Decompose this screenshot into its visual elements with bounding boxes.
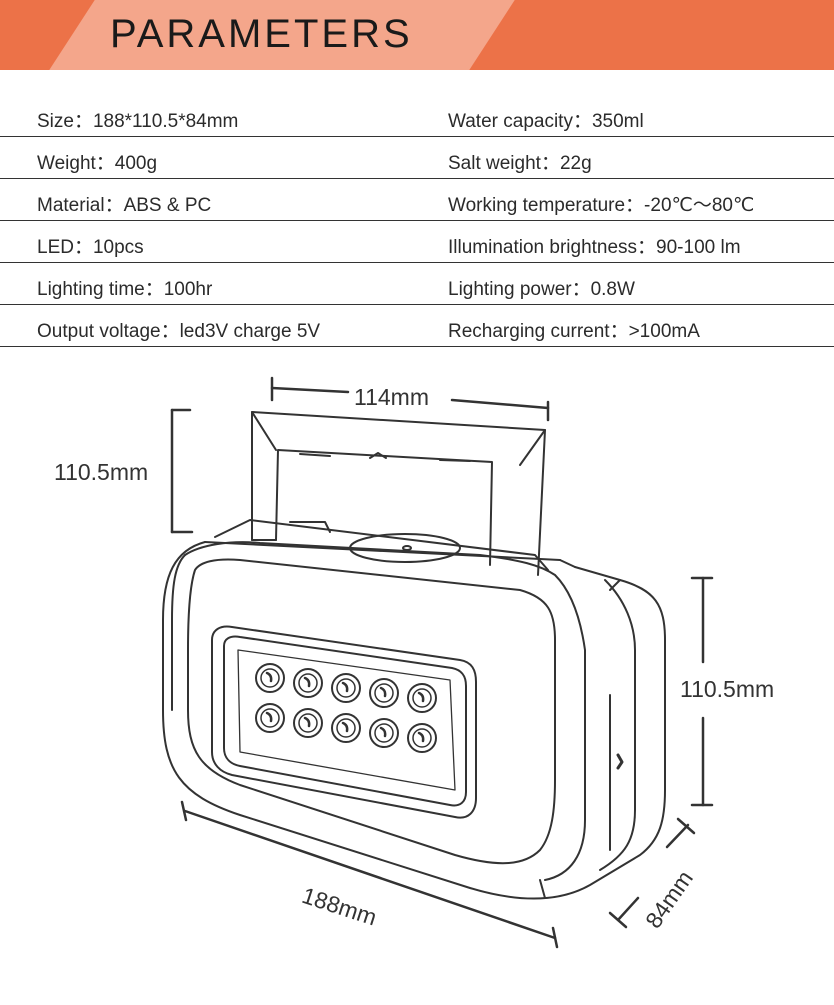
param-size: Size：188*110.5*84mm — [37, 111, 239, 132]
product-dimension-diagram: 114mm 110.5mm 110.5mm 188mm 84mm — [0, 350, 834, 1000]
param-material: Material：ABS & PC — [37, 195, 212, 216]
led — [369, 678, 399, 708]
param-row: LED：10pcs Illumination brightness：90-100… — [0, 222, 834, 263]
led — [293, 668, 323, 698]
dimension-body-height: 110.5mm — [680, 676, 775, 702]
lamp-line-drawing — [162, 376, 714, 949]
param-water-capacity: Water capacity：350ml — [448, 111, 644, 132]
led — [407, 683, 437, 713]
led — [293, 708, 323, 738]
param-row: Output voltage：led3V charge 5V Rechargin… — [0, 306, 834, 347]
param-row: Size：188*110.5*84mm Water capacity：350ml — [0, 96, 834, 137]
dimension-lines — [170, 376, 714, 949]
outer-shell — [162, 541, 666, 900]
led — [331, 673, 361, 703]
param-lighting-power: Lighting power：0.8W — [448, 279, 635, 300]
led — [407, 723, 437, 753]
param-output-voltage: Output voltage：led3V charge 5V — [37, 321, 321, 342]
led-array — [255, 663, 437, 753]
handle — [251, 411, 546, 576]
led — [331, 713, 361, 743]
parameters-table: Size：188*110.5*84mm Water capacity：350ml… — [0, 96, 834, 348]
param-row: Weight：400g Salt weight：22g — [0, 138, 834, 179]
front-face — [187, 558, 556, 865]
header-banner: PARAMETERS — [0, 0, 834, 70]
param-weight: Weight：400g — [37, 153, 158, 174]
led — [255, 663, 285, 693]
param-row: Lighting time：100hr Lighting power：0.8W — [0, 264, 834, 305]
param-row: Material：ABS & PC Working temperature：-2… — [0, 180, 834, 221]
led — [255, 703, 285, 733]
param-working-temperature: Working temperature：-20℃～80℃ — [448, 195, 755, 216]
page-title: PARAMETERS — [110, 12, 413, 56]
param-led: LED：10pcs — [37, 237, 144, 258]
led-window — [211, 625, 477, 819]
param-recharging-current: Recharging current：>100mA — [448, 321, 700, 342]
dimension-handle-height: 110.5mm — [54, 459, 149, 485]
param-illumination-brightness: Illumination brightness：90-100 lm — [448, 237, 741, 258]
param-salt-weight: Salt weight：22g — [448, 153, 592, 174]
param-lighting-time: Lighting time：100hr — [37, 279, 213, 300]
led — [369, 718, 399, 748]
dimension-handle-width: 114mm — [354, 384, 429, 410]
